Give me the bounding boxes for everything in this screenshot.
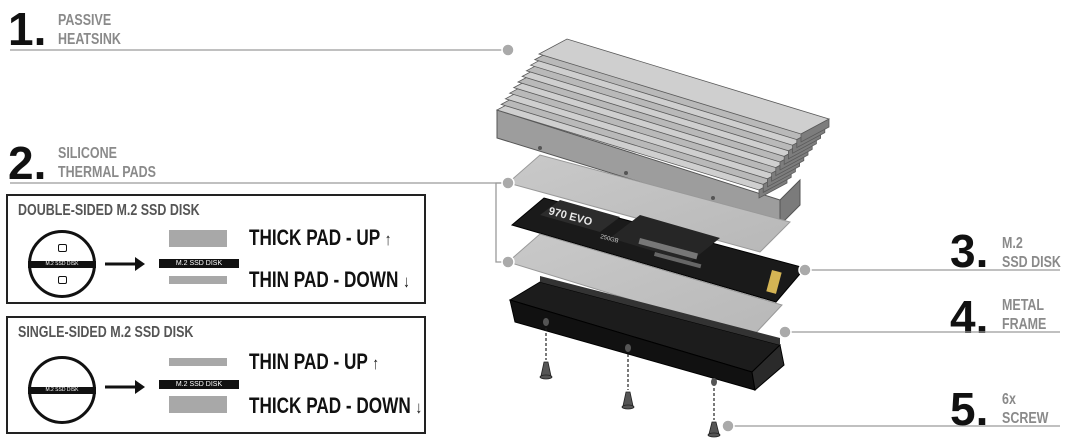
step-1-label: PASSIVE HEATSINK [58,11,139,49]
step-2-label: SILICONE THERMAL PADS [58,144,184,182]
heatsink-fin-edge [800,118,830,143]
step-3-label-line2: SSD DISK [1002,254,1061,271]
step-3-number: 3. [950,225,989,277]
step-4-label-line2: FRAME [1002,316,1047,333]
double-sided-title: DOUBLE-SIDED M.2 SSD DISK [18,202,200,219]
down-arrow-icon: ↓ [415,398,423,417]
ssd-strip: M.2 SSD DISK [159,259,239,268]
leader-dot-3 [798,263,812,277]
up-arrow-icon: ↑ [384,230,392,249]
step-5-label-line2: SCREW [1002,410,1049,427]
step-5-label: 6x SCREW [1002,390,1062,428]
double-sided-box: DOUBLE-SIDED M.2 SSD DISK M.2 SSD DISK M… [6,194,426,304]
leader-dot-4 [778,325,792,339]
step-5-number: 5. [950,383,989,435]
leader-lines [10,49,1060,427]
ssd-capacity-text: 250GB [599,234,619,245]
bottom-chip [58,276,67,284]
leader-dot-5 [721,419,735,433]
disk-bar: M.2 SSD DISK [28,387,96,394]
top-chip [58,244,67,252]
ssd-strip: M.2 SSD DISK [159,380,239,389]
right-arrow-icon [105,257,145,271]
step-3-label: M.2 SSD DISK [1002,234,1068,272]
step-4-label-line1: METAL [1002,297,1045,314]
step-1-label-line1: PASSIVE [58,12,112,29]
leader-dot-2 [501,176,515,190]
double-sided-disk-icon: M.2 SSD DISK [28,230,96,298]
thick-pad-bottom [169,396,227,413]
step-2-label-line1: SILICONE [58,145,117,162]
thin-pad-bottom [169,276,227,284]
step-2-label-line2: THERMAL PADS [58,164,156,181]
ssd-module: 970 EVO 250GB [510,197,806,303]
double-line-2: THIN PAD - DOWN ↓ [249,267,410,292]
step-3-label-line1: M.2 [1002,235,1023,252]
disk-bar: M.2 SSD DISK [28,261,96,268]
thin-pad-top [169,358,227,366]
right-arrow-icon [105,380,145,394]
single-line-1: THIN PAD - UP ↑ [249,349,379,374]
step-1-number: 1. [8,3,47,55]
single-sided-disk-icon: M.2 SSD DISK [28,356,96,424]
screw-heads [539,361,721,438]
down-arrow-icon: ↓ [403,272,410,291]
leader-dots [501,43,812,433]
step-2-number: 2. [8,137,47,189]
step-5-label-line1: 6x [1002,391,1016,408]
thick-pad-top [169,230,227,247]
screws [545,328,715,420]
leader-dot-2b [501,255,515,269]
leader-line-2b [495,182,508,263]
leader-dot-1 [501,43,515,57]
single-sided-title: SINGLE-SIDED M.2 SSD DISK [18,324,194,341]
step-1-label-line2: HEATSINK [58,31,121,48]
single-sided-box: SINGLE-SIDED M.2 SSD DISK M.2 SSD DISK M… [6,316,426,434]
heatsink [495,38,831,227]
single-line-2: THICK PAD - DOWN ↓ [249,393,423,418]
up-arrow-icon: ↑ [372,354,379,373]
step-4-label: METAL FRAME [1002,296,1059,334]
metal-frame [508,276,785,391]
double-line-1: THICK PAD - UP ↑ [249,225,392,250]
